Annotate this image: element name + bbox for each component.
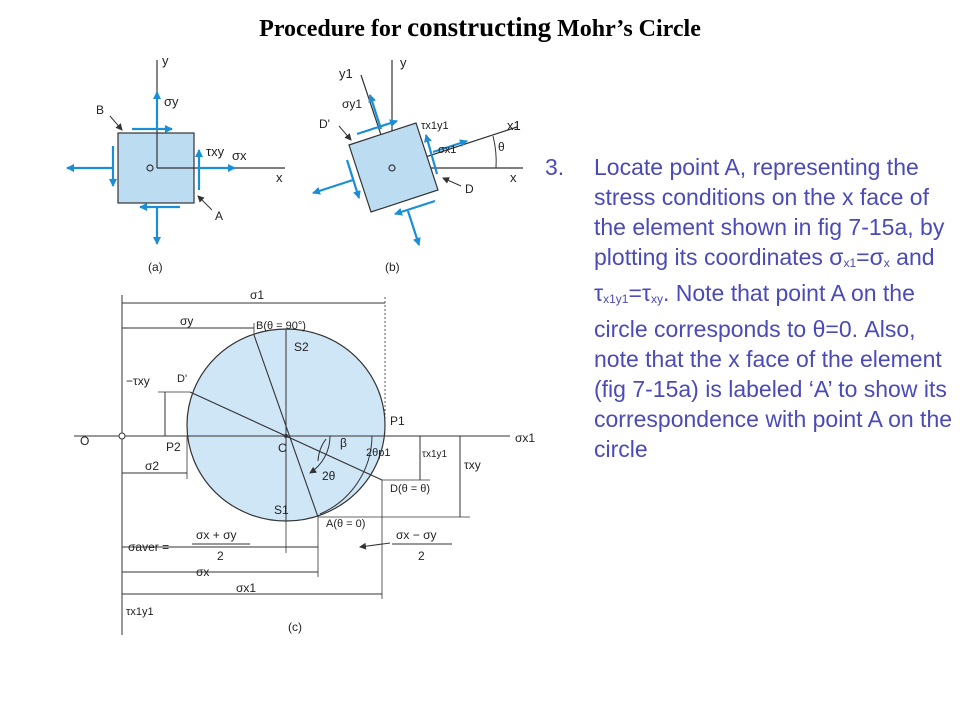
sigma-1-dim: σ1	[250, 288, 264, 302]
tau-xy-label: τxy	[206, 144, 225, 159]
page-title: Procedure for constructing Mohr’s Circle	[0, 12, 960, 43]
label-b-90: B(θ = 90°)	[256, 320, 306, 332]
label-d-prime: D'	[319, 117, 330, 131]
tau-x1y1-label: τx1y1	[421, 120, 449, 132]
radius-numerator: σx − σy	[396, 528, 437, 542]
rotated-element	[348, 122, 439, 213]
label-a-0: A(θ = 0)	[326, 518, 365, 530]
title-part-3: Mohr’s Circle	[551, 16, 701, 42]
sigma-y1-arrow-top	[368, 94, 383, 130]
stress-element-figure-a: y x B A σy τxy σx (a)	[66, 53, 285, 274]
origin-marker	[146, 164, 154, 172]
sigma-x1-arrow-left	[312, 178, 354, 195]
angle-arc-2theta	[309, 435, 331, 474]
shear-arrow-top	[356, 119, 398, 136]
sigma-y1-arrow-bottom	[406, 210, 421, 246]
sigma-y-dim: σy	[180, 314, 193, 328]
sigma-aver-denominator: 2	[217, 549, 224, 563]
label-s1: S1	[274, 503, 289, 517]
label-b: B	[96, 103, 104, 117]
label-d-prime: D'	[177, 373, 187, 385]
sigma-y-label: σy	[164, 94, 179, 109]
sigma-aver-numerator: σx + σy	[196, 528, 237, 542]
shear-arrow-left	[345, 159, 361, 199]
procedure-step-3: 3. Locate point A, representing the stre…	[545, 152, 955, 464]
rotated-element-figure-b: y y1 x x1 D' D σy1 τx1y1 σx1 θ (b)	[312, 55, 523, 274]
neg-tau-xy-dim: −τxy	[126, 374, 150, 388]
sigma-y1-label: σy1	[342, 97, 362, 111]
origin-point	[118, 432, 126, 440]
angle-arc-outer	[319, 435, 373, 515]
sigma-x1-label: σx1	[438, 144, 456, 156]
sigma-x-dim: σx	[196, 565, 209, 579]
x-label: x	[276, 170, 283, 185]
caption-c: (c)	[288, 620, 302, 634]
label-p2: P2	[166, 440, 181, 454]
label-origin: O	[80, 434, 89, 448]
tau-x1y1-dim: τx1y1	[422, 449, 448, 460]
y-label: y	[400, 55, 407, 70]
theta-label: θ	[498, 140, 505, 154]
sigma-aver-label: σaver =	[128, 540, 169, 554]
x1-label: x1	[507, 118, 521, 133]
sigma-x-label: σx	[232, 148, 247, 163]
origin-marker	[388, 164, 396, 172]
label-s2: S2	[294, 340, 309, 354]
sigma-x1-axis-label: σx1	[515, 431, 535, 445]
y-label: y	[162, 53, 169, 68]
tau-x1y1-axis-label: τx1y1	[126, 606, 154, 618]
sigma-x1-dim: σx1	[236, 581, 256, 595]
shear-arrow-bottom	[394, 199, 436, 216]
shear-arrow-right	[424, 134, 439, 175]
label-beta: β	[340, 436, 347, 450]
caption-a: (a)	[148, 260, 163, 274]
label-2theta-p1: 2θp1	[366, 447, 390, 459]
theta-arc	[492, 135, 497, 169]
line-b-a	[253, 334, 319, 518]
y1-label: y1	[339, 66, 353, 81]
title-part-1: Procedure for	[259, 16, 408, 42]
x-label: x	[510, 170, 517, 185]
mohrs-circle-figure-c: σ1 σy B(θ = 90°) S2 −τxy D' P1 O P2 C β …	[74, 288, 535, 635]
sigma-x1-arrow-right	[432, 139, 468, 154]
tau-xy-dim: τxy	[464, 458, 481, 472]
step-text: Locate point A, representing the stress …	[594, 154, 953, 462]
center-point	[284, 434, 288, 438]
label-a: A	[215, 209, 223, 223]
angle-arc-beta	[317, 438, 327, 462]
label-d-theta: D(θ = θ)	[390, 483, 430, 495]
label-p1: P1	[390, 414, 405, 428]
radius-denominator: 2	[418, 549, 425, 563]
caption-b: (b)	[385, 260, 400, 274]
label-2theta: 2θ	[322, 469, 336, 483]
label-c: C	[278, 441, 287, 455]
sigma-2-dim: σ2	[145, 459, 159, 473]
title-part-2: constructing	[407, 12, 552, 42]
step-number: 3.	[545, 154, 565, 180]
label-d: D	[465, 182, 474, 196]
